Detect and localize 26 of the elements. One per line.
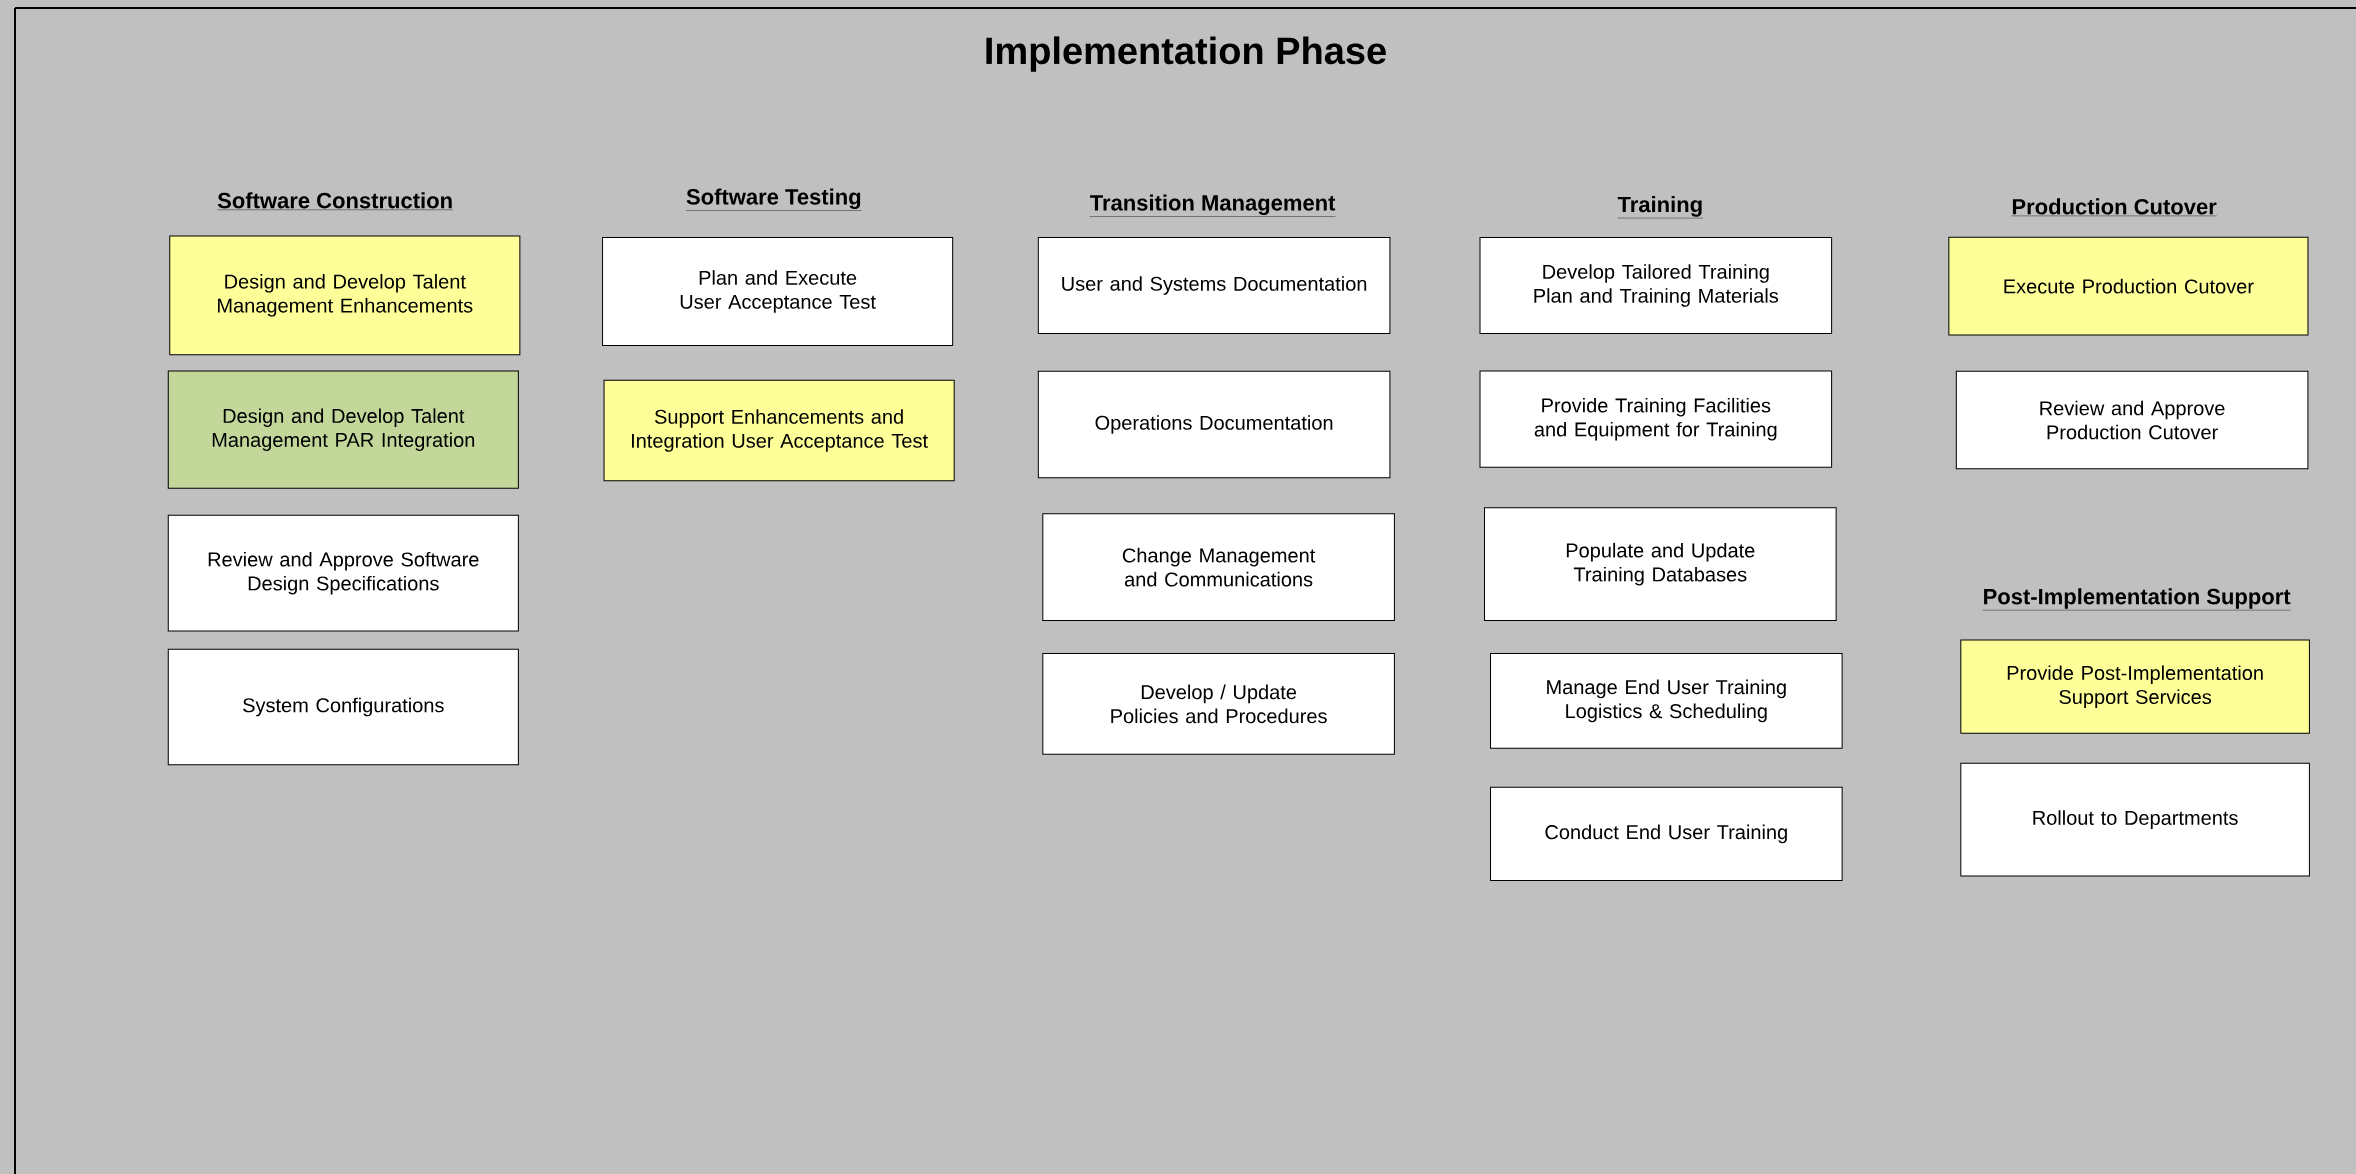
column-heading: Transition Management (1089, 194, 1336, 217)
process-box: Support Enhancements and Integration User Acceptance Test (603, 379, 955, 482)
process-box: Review and Approve Software Design Specifications (167, 514, 519, 632)
process-box: Operations Documentation (1037, 370, 1391, 479)
column-heading: Training (1617, 196, 1704, 219)
process-box: Change Management and Communications (1042, 513, 1395, 622)
column-heading: Post-Implementation Support (1982, 588, 2291, 611)
process-box: Provide Post-Implementation Support Services (1960, 639, 2310, 734)
process-box: Rollout to Departments (1960, 762, 2310, 877)
process-box: Manage End User Training Logistics & Scheduling (1490, 653, 1843, 749)
column-heading: Software Testing (685, 188, 862, 211)
process-box: Develop / Update Policies and Procedures (1042, 653, 1395, 755)
process-box: Populate and Update Training Databases (1484, 507, 1837, 622)
process-box: System Configurations (167, 648, 519, 766)
process-box: Plan and Execute User Acceptance Test (602, 236, 954, 347)
title: Implementation Phase (986, 36, 1386, 72)
process-box: Review and Approve Production Cutover (1955, 370, 2309, 470)
process-box: Provide Training Facilities and Equipment for Training (1479, 370, 1833, 468)
process-box: Conduct End User Training (1490, 786, 1843, 881)
process-box: User and Systems Documentation (1037, 236, 1391, 335)
column-heading: Production Cutover (2011, 198, 2217, 217)
column-heading: Software Construction (216, 192, 454, 210)
process-box: Design and Develop Talent Management Enhancements (169, 235, 521, 356)
process-box: Execute Production Cutover (1948, 236, 2309, 336)
process-box: Develop Tailored Training Plan and Training Materials (1479, 236, 1833, 335)
process-box: Design and Develop Talent Management PAR Integration (167, 370, 519, 489)
